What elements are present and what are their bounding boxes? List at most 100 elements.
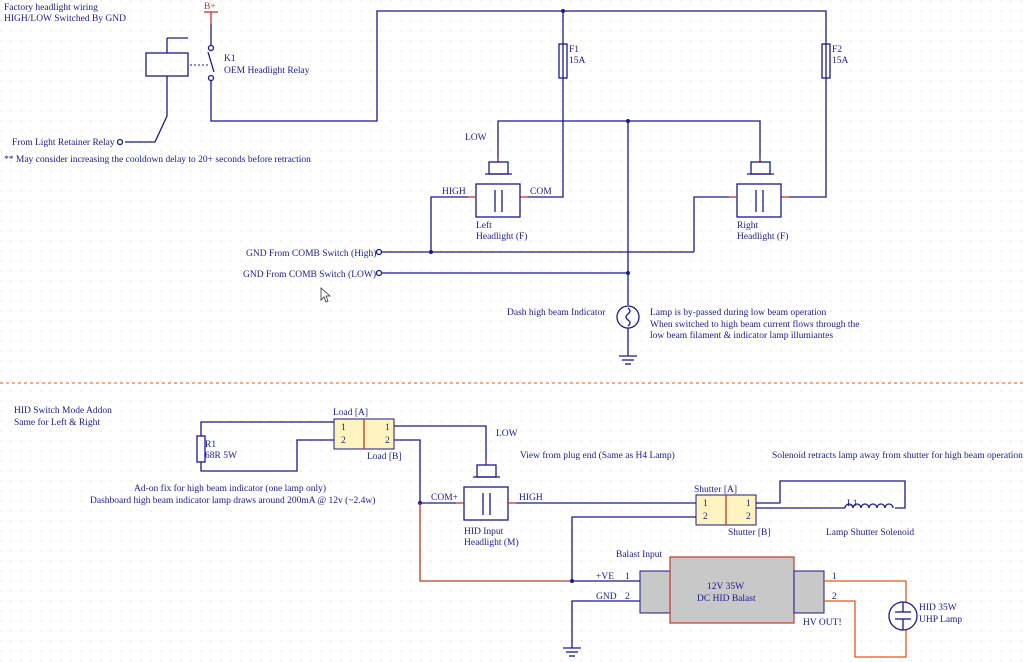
- shutter-b-pin2: 2: [746, 512, 751, 522]
- hid-input-line2: Headlight (M): [464, 537, 519, 548]
- gnd-high-terminal[interactable]: [375, 248, 383, 256]
- ballast-body: [669, 556, 795, 624]
- lower-title: HID Switch Mode Addon: [14, 406, 112, 416]
- hid-input-line1: HID Input: [464, 527, 504, 537]
- lower-high-label: HIGH: [519, 493, 543, 503]
- shutter-a-pin1: 1: [703, 499, 708, 509]
- ballast-out-pin1: 1: [832, 572, 837, 582]
- shutter-b-label: Shutter [B]: [728, 528, 770, 538]
- ballast-out-pin2: 2: [832, 592, 837, 602]
- f2-com-wire: [789, 78, 827, 198]
- lower-low-label: LOW: [496, 429, 518, 439]
- right-headlight-connector-icon: [729, 157, 782, 218]
- left-high-wire: [430, 196, 468, 252]
- resistor-bottom-wire: [200, 439, 334, 472]
- retainer-wire: [125, 80, 168, 143]
- hv-out-label: HV OUT!: [803, 618, 842, 628]
- addon-note-2: Dashboard high beam indicator lamp draws…: [90, 495, 375, 506]
- indicator-label: Dash high beam Indicator: [507, 308, 606, 318]
- gnd-low-terminal[interactable]: [375, 269, 383, 277]
- inductor-ref: L1: [847, 499, 858, 509]
- lower-subtitle: Same for Left & Right: [14, 417, 100, 428]
- ballast-line2: DC HID Balast: [697, 594, 756, 604]
- low-label: LOW: [465, 133, 487, 143]
- right-high-wire: [693, 196, 729, 252]
- indicator-note-1: Lamp is by-passed during low beam operat…: [650, 308, 826, 318]
- supply-label: B+: [204, 2, 216, 12]
- low-wire: [394, 425, 487, 465]
- hid-lamp-icon: [888, 601, 918, 631]
- fuse2-ref: F2: [832, 45, 842, 55]
- resistor-ref: R1: [205, 440, 216, 450]
- load-b-label: Load [B]: [367, 452, 402, 462]
- gnd-label: GND: [596, 592, 617, 602]
- hv-output-wire-2: [824, 600, 907, 658]
- left-com-label: COM: [530, 187, 552, 197]
- f1-com-wire: [528, 78, 564, 198]
- hid-lamp-line2: UHP Lamp: [919, 615, 962, 625]
- com-plus-label: COM+: [431, 493, 458, 503]
- shutter-b-pin1: 1: [746, 499, 751, 509]
- indicator-note-2: When switched to high beam current flows…: [650, 319, 859, 330]
- hid-input-connector-icon: [456, 460, 516, 521]
- inductor-icon: [844, 503, 894, 509]
- addon-note-1: Ad-on fix for high beam indicator (one l…: [134, 483, 326, 494]
- indicator-note-3: low beam filament & indicator lamp illum…: [650, 330, 833, 341]
- relay-ref: K1: [224, 54, 236, 64]
- fuse1-value: 15A: [569, 56, 586, 66]
- left-high-label: HIGH: [442, 187, 466, 197]
- mouse-pointer-icon: [320, 287, 332, 303]
- shutter-connector-b: [725, 494, 757, 526]
- gnd-wire: [571, 600, 640, 648]
- retainer-note: ** May consider increasing the cooldown …: [4, 154, 311, 165]
- retainer-label: From Light Retainer Relay: [12, 138, 115, 148]
- upper-subtitle: HIGH/LOW Switched By GND: [4, 14, 126, 24]
- left-headlight-line1: Left: [476, 220, 492, 231]
- hv-output-wire-1: [824, 580, 907, 602]
- ballast-in-pin2: 2: [625, 592, 630, 602]
- resistor-value: 68R 5W: [205, 451, 237, 461]
- right-headlight-line1: Right: [737, 221, 758, 231]
- load-b-wire: [394, 439, 421, 503]
- ground-icon: [619, 355, 637, 365]
- left-headlight-connector-icon: [468, 157, 521, 218]
- plug-view-note: View from plug end (Same as H4 Lamp): [520, 450, 675, 461]
- shutter-a-label: Shutter [A]: [694, 485, 737, 495]
- ve-label: +VE: [596, 572, 614, 582]
- fuse1-ref: F1: [569, 45, 579, 55]
- load-b-pin2: 2: [385, 436, 390, 446]
- relay-name: OEM Headlight Relay: [224, 66, 310, 76]
- load-a-pin2: 2: [341, 436, 346, 446]
- load-b-pin1: 1: [385, 423, 390, 433]
- load-a-pin1: 1: [341, 423, 346, 433]
- right-headlight-line2: Headlight (F): [737, 231, 788, 242]
- upper-title: Factory headlight wiring: [4, 3, 98, 13]
- junction-gnd-high: [429, 250, 433, 254]
- shutter-connector-a: [695, 494, 727, 526]
- solenoid-loop-wire: [756, 480, 906, 509]
- relay-k1-icon: [145, 37, 215, 82]
- left-headlight-line2: Headlight (F): [476, 231, 527, 242]
- ballast-input-label: Balast Input: [616, 550, 663, 560]
- solenoid-label: Lamp Shutter Solenoid: [826, 528, 914, 538]
- hid-lamp-line1: HID 35W: [919, 603, 957, 613]
- upper-section: Factory headlight wiring HIGH/LOW Switch…: [4, 2, 859, 365]
- retainer-terminal[interactable]: [116, 138, 124, 146]
- ballast-output-block: [793, 570, 825, 614]
- lower-section: HID Switch Mode Addon Same for Left & Ri…: [14, 406, 1023, 658]
- solenoid-note: Solenoid retracts lamp away from shutter…: [772, 450, 1023, 461]
- ballast-in-pin1: 1: [625, 572, 630, 582]
- shutter-a-pin2: 2: [703, 512, 708, 522]
- resistor-top-wire: [200, 421, 334, 436]
- gnd-high-label: GND From COMB Switch (High): [246, 248, 376, 259]
- ballast-ground-icon: [563, 647, 581, 657]
- load-connector-a: [333, 418, 365, 450]
- ballast-input-block: [639, 570, 671, 614]
- fuse2-value: 15A: [832, 56, 849, 66]
- gnd-low-label: GND From COMB Switch (LOW): [243, 269, 376, 280]
- junction-gnd-low: [626, 271, 630, 275]
- relay-output-wire: [210, 10, 827, 122]
- load-connector-b: [363, 418, 395, 450]
- ballast-line1: 12V 35W: [707, 582, 744, 592]
